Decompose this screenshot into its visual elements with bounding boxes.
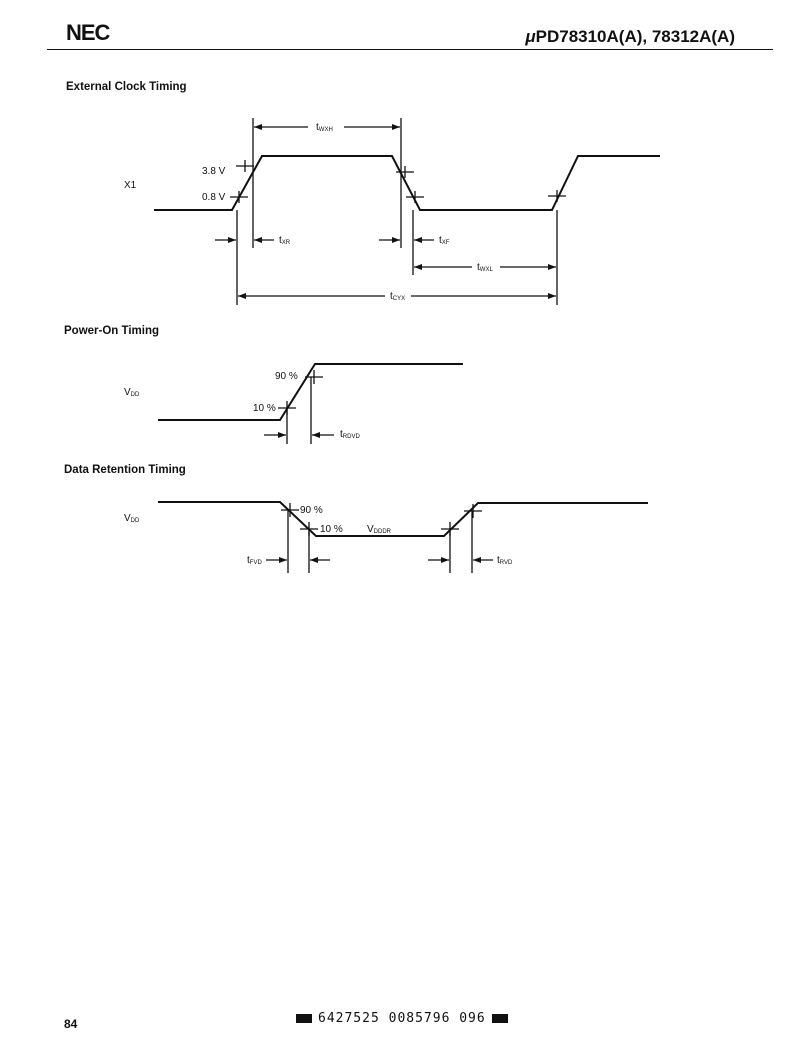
retention-10-label: 10 % <box>320 524 343 535</box>
header-rule <box>47 49 773 50</box>
v-high-label: 3.8 V <box>202 166 226 177</box>
vdd-retention-label: VDD <box>124 513 140 524</box>
barcode-block-left <box>296 1014 312 1023</box>
page-number: 84 <box>64 1017 78 1031</box>
section-title-data-retention: Data Retention Timing <box>64 464 186 476</box>
section-title-external-clock: External Clock Timing <box>66 81 187 93</box>
retention-90-label: 90 % <box>300 505 323 516</box>
t-fvd-label: tFVD <box>247 555 262 566</box>
t-rvd-label: tRVD <box>497 555 513 566</box>
t-xf-label: tXF <box>439 235 450 246</box>
power-on-90-label: 90 % <box>275 371 298 382</box>
vdddr-label: VDDDR <box>367 524 392 535</box>
t-wxl-label: tWXL <box>477 262 493 273</box>
t-xr-label: tXR <box>279 235 291 246</box>
nec-logo: NEC <box>66 20 110 45</box>
vdd-power-on-label: VDD <box>124 387 140 398</box>
part-number-text: PD78310A(A), 78312A(A) <box>535 27 735 46</box>
t-rdvd-label: tRDVD <box>340 429 360 440</box>
data-retention-waveform <box>158 501 648 537</box>
power-on-waveform <box>158 363 463 421</box>
mu-prefix: μ <box>525 27 536 46</box>
v-low-label: 0.8 V <box>202 192 226 203</box>
t-wxh-label: tWXH <box>316 122 333 133</box>
section-title-power-on: Power-On Timing <box>64 325 159 337</box>
barcode-block-right <box>491 1014 508 1023</box>
x1-signal-label: X1 <box>124 180 137 191</box>
barcode-footer: 6427525 0085796 096 <box>296 1011 508 1026</box>
t-cyx-label: tCYX <box>390 291 405 302</box>
barcode-text: 6427525 0085796 096 <box>318 1011 486 1026</box>
power-on-10-label: 10 % <box>253 403 276 414</box>
part-number-header: μPD78310A(A), 78312A(A) <box>525 27 735 47</box>
x1-waveform <box>154 155 660 211</box>
